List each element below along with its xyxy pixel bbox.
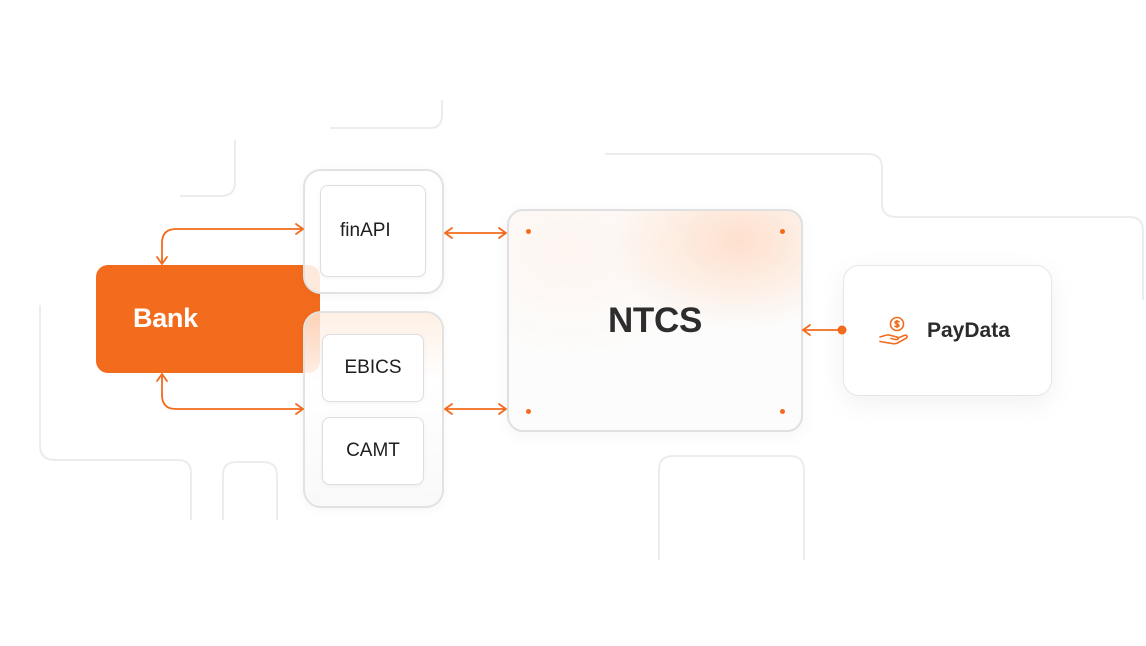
ntcs-corner-dot-bottom-left <box>526 409 531 414</box>
paydata-label: PayData <box>927 319 1010 342</box>
ntcs-corner-dot-top-right <box>780 229 785 234</box>
ebics-node: EBICS <box>322 334 424 402</box>
bg-outline-top-right <box>605 153 1144 300</box>
camt-node: CAMT <box>322 417 424 485</box>
finapi-node: finAPI <box>320 185 426 277</box>
bank-label: Bank <box>133 303 198 333</box>
finapi-label: finAPI <box>340 220 391 241</box>
bg-outline-left <box>39 305 192 520</box>
ntcs-corner-dot-bottom-right <box>780 409 785 414</box>
ntcs-corner-dot-top-left <box>526 229 531 234</box>
bg-outline-top-left <box>180 140 236 197</box>
camt-label: CAMT <box>346 440 400 461</box>
bg-outline-small-left <box>222 461 278 520</box>
bank-node: Bank <box>96 265 320 373</box>
bg-outline-bottom-center <box>658 455 805 560</box>
ebics-label: EBICS <box>344 357 402 378</box>
bg-outline-top-center <box>330 100 443 129</box>
ntcs-node: NTCS <box>507 209 803 432</box>
ntcs-label: NTCS <box>607 301 703 340</box>
paydata-node: PayData <box>843 265 1052 396</box>
hand-coin-icon <box>879 316 908 345</box>
